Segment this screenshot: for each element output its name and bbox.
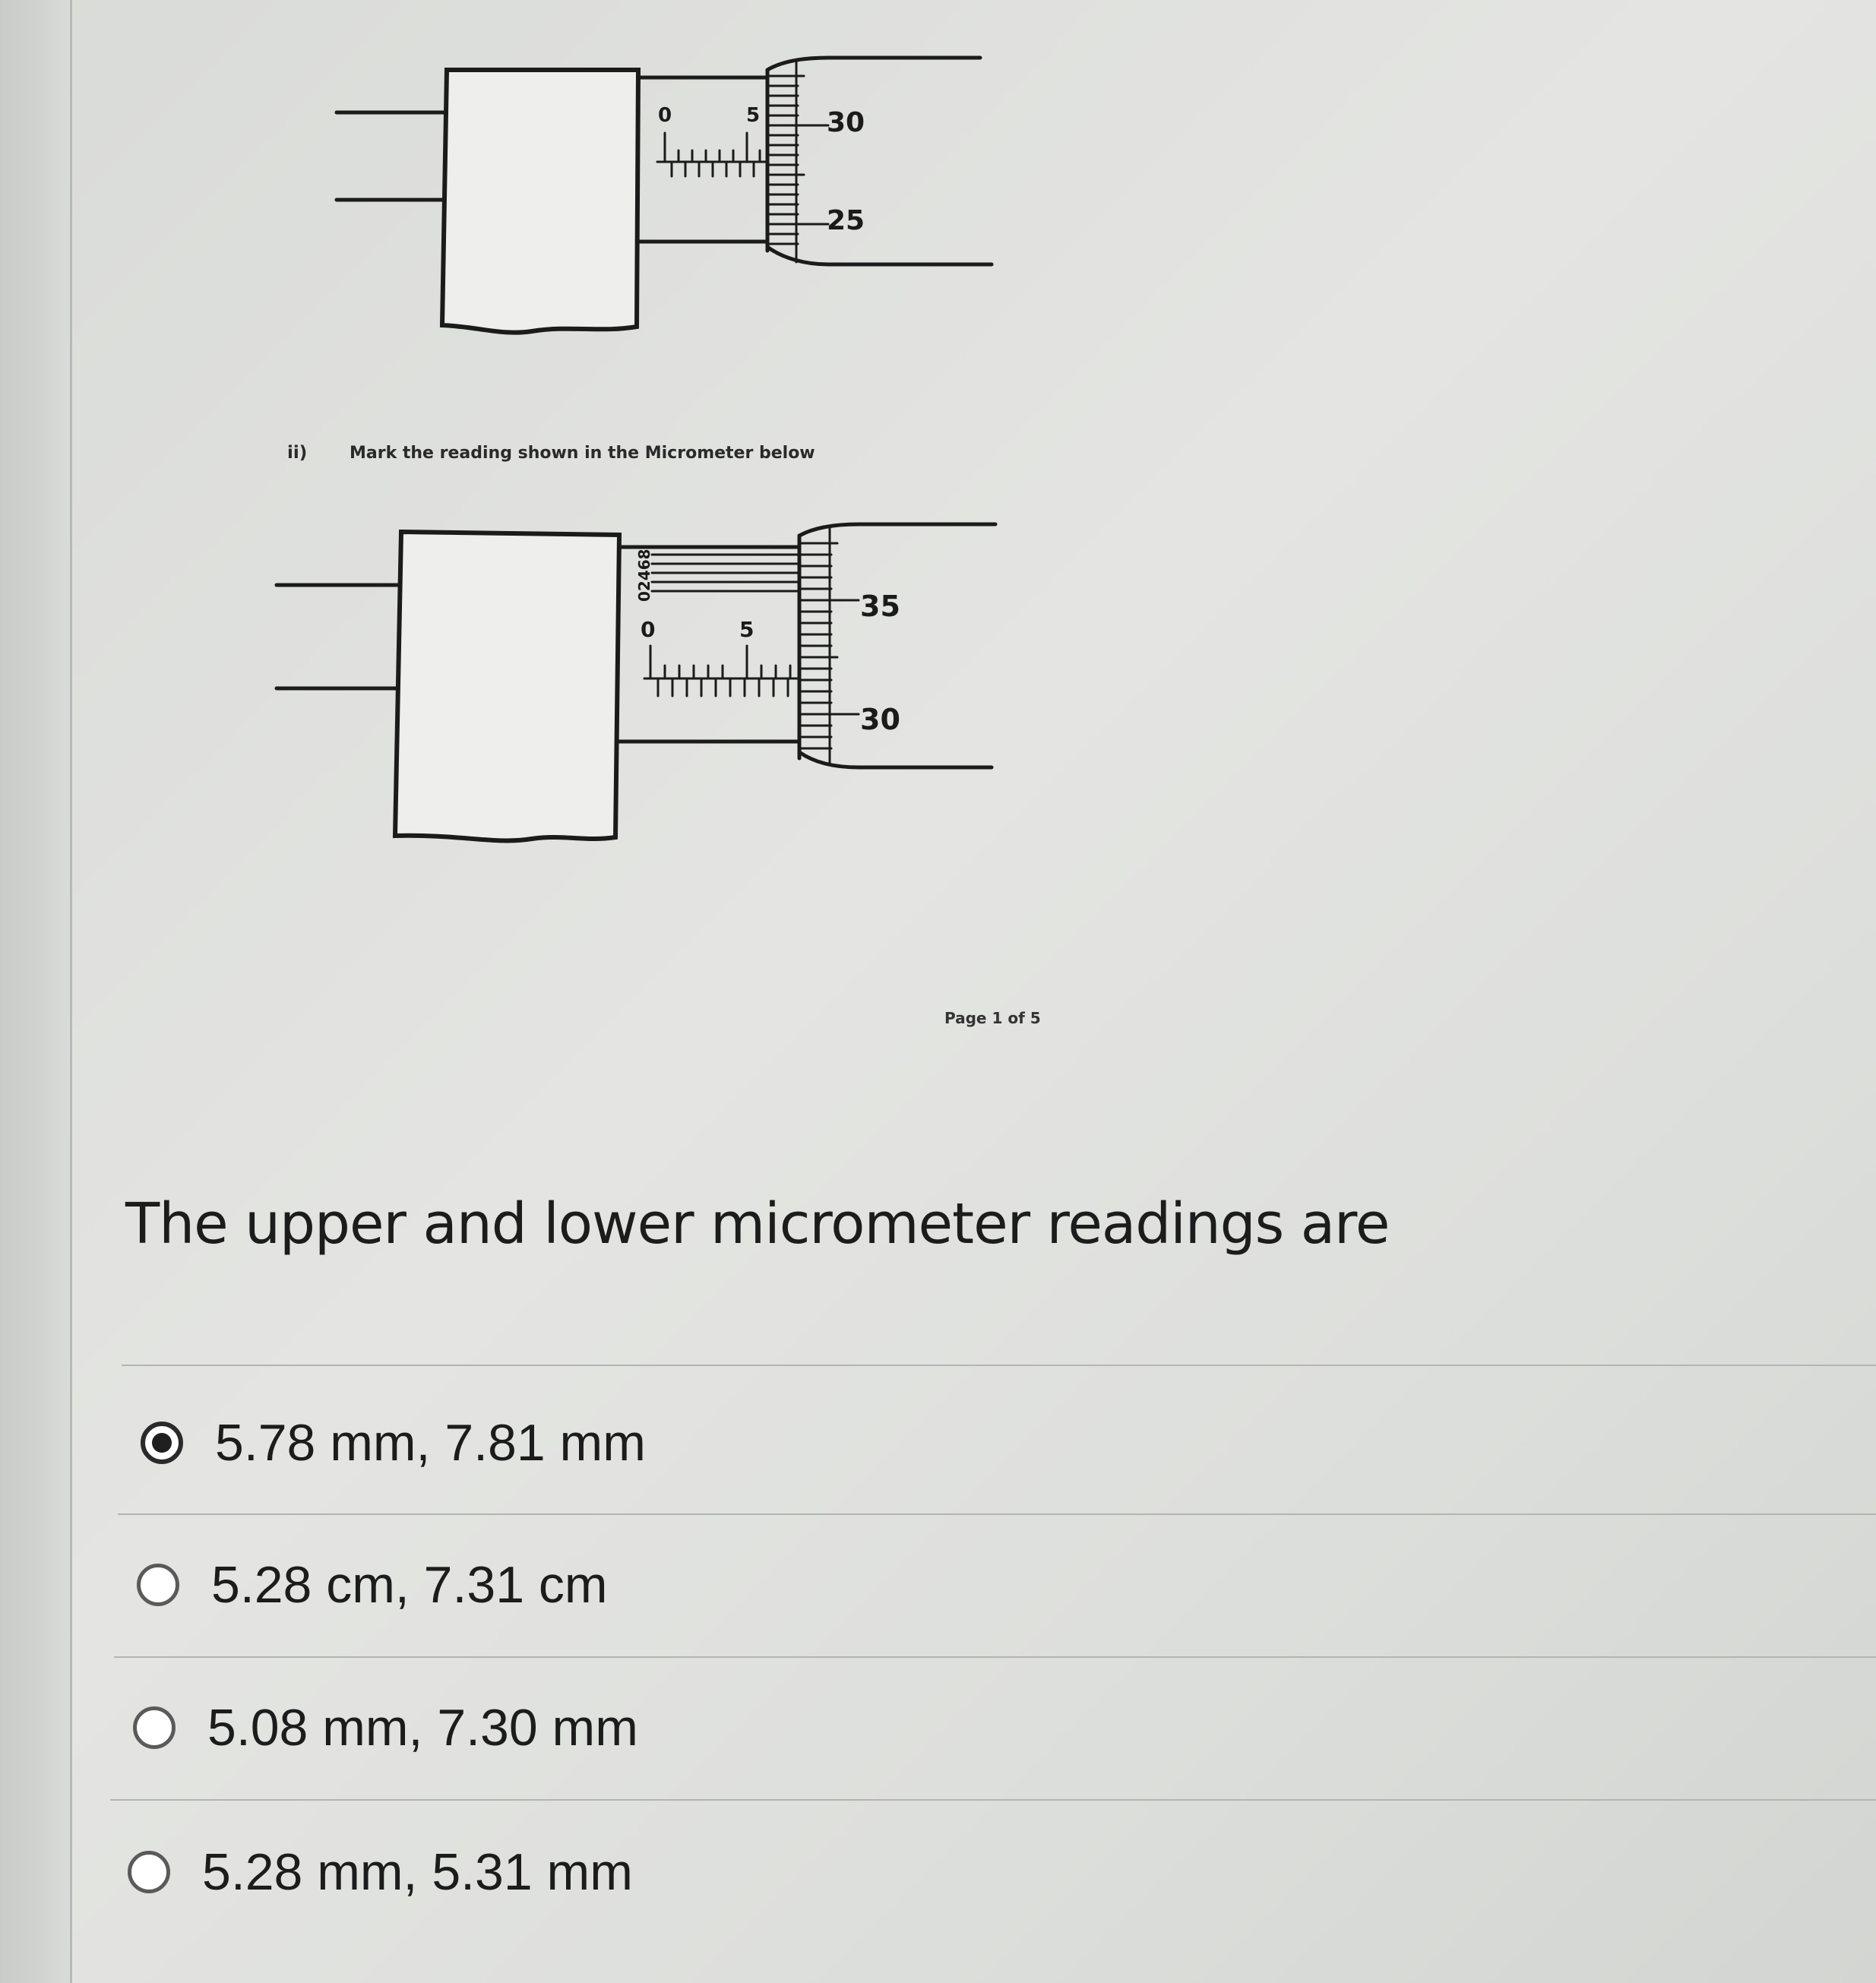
micrometer-diagrams: 0 5 30 25 [274, 55, 998, 843]
radio-button[interactable] [137, 1564, 179, 1606]
answer-option-label: 5.28 mm, 5.31 mm [202, 1843, 633, 1901]
option-divider [122, 1365, 1876, 1366]
answer-option-label: 5.78 mm, 7.81 mm [215, 1414, 646, 1472]
answer-option-3[interactable]: 5.08 mm, 7.30 mm [133, 1698, 638, 1757]
page-number: Page 1 of 5 [944, 1009, 1041, 1027]
answer-option-4[interactable]: 5.28 mm, 5.31 mm [128, 1842, 633, 1902]
radio-button[interactable] [133, 1706, 176, 1749]
radio-button-selected[interactable] [141, 1422, 183, 1464]
upper-micrometer [334, 55, 994, 335]
page-edge-shadow [0, 0, 72, 1983]
upper-thimble-label-30: 30 [827, 107, 865, 138]
lower-sleeve-label-0: 0 [641, 617, 655, 642]
lower-vernier-label: 02468 [635, 549, 653, 602]
lower-thimble-label-30: 30 [860, 703, 900, 736]
quiz-prompt: The upper and lower micrometer readings … [125, 1191, 1390, 1257]
question-number: ii) [287, 443, 308, 463]
page-edge-line [70, 0, 72, 1983]
answer-option-label: 5.28 cm, 7.31 cm [211, 1556, 608, 1614]
lower-micrometer [274, 522, 998, 843]
option-divider [110, 1799, 1876, 1801]
lower-thimble-label-35: 35 [860, 590, 900, 623]
answer-option-1[interactable]: 5.78 mm, 7.81 mm [141, 1413, 646, 1472]
option-divider [118, 1513, 1876, 1515]
question-text: Mark the reading shown in the Micrometer… [350, 444, 815, 463]
answer-option-2[interactable]: 5.28 cm, 7.31 cm [137, 1555, 608, 1615]
option-divider [114, 1656, 1876, 1658]
answer-option-label: 5.08 mm, 7.30 mm [207, 1699, 638, 1757]
upper-sleeve-label-0: 0 [658, 104, 672, 127]
upper-thimble-label-25: 25 [827, 205, 865, 236]
upper-sleeve-label-5: 5 [746, 104, 760, 127]
radio-button[interactable] [128, 1851, 170, 1893]
lower-sleeve-label-5: 5 [739, 617, 754, 642]
